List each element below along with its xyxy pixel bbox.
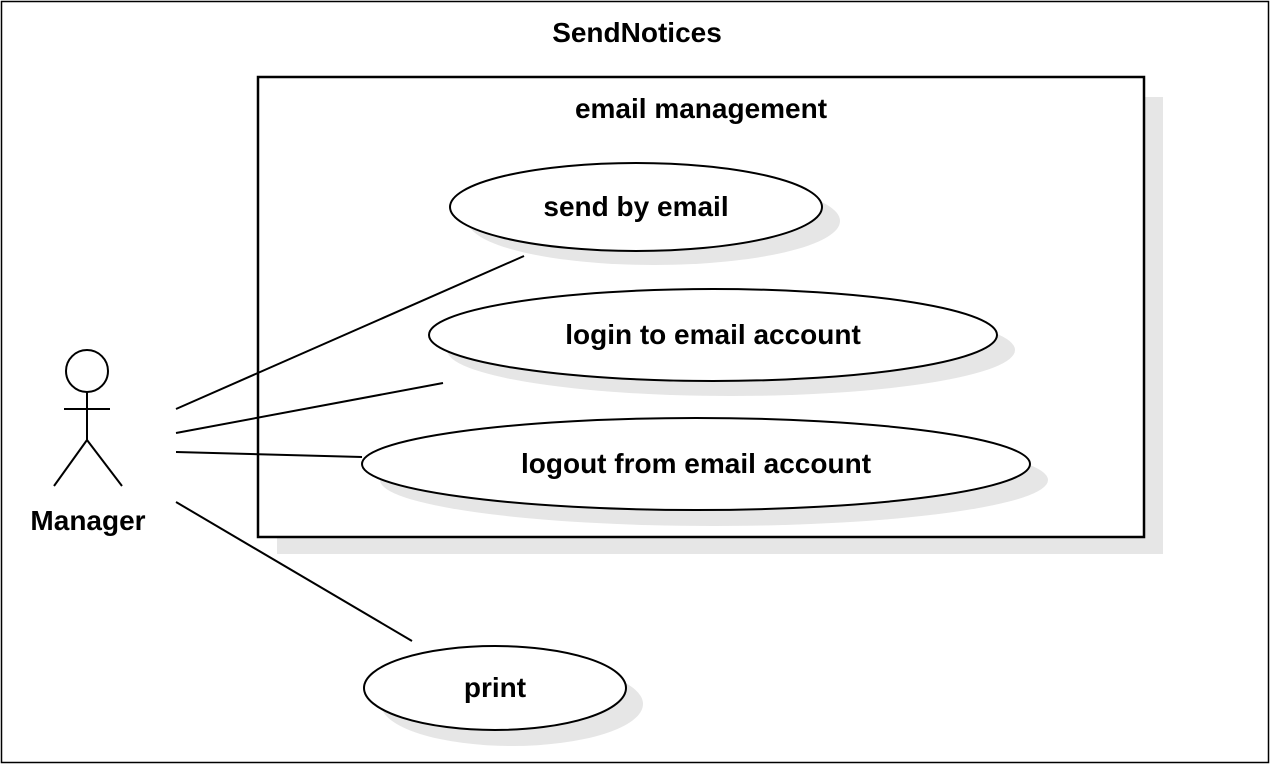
use-case-label: login to email account (565, 319, 861, 350)
use-case-label: logout from email account (521, 448, 871, 479)
system-title: SendNotices (552, 17, 722, 48)
use-case-ellipse (428, 288, 998, 382)
use-case-ellipse (449, 162, 823, 252)
use-case-ellipse (361, 417, 1031, 511)
stick-figure-icon (53, 349, 123, 487)
use-case-print[interactable]: print (363, 645, 627, 731)
association-logout (175, 451, 363, 458)
use-case-label: print (464, 672, 526, 703)
actor-manager[interactable]: Manager (30, 349, 146, 536)
use-case-logout[interactable]: logout from email account (361, 417, 1031, 511)
use-case-ellipse (363, 645, 627, 731)
use-case-send-by-email[interactable]: send by email (449, 162, 823, 252)
association-send-by-email (175, 255, 525, 410)
package-title: email management (575, 93, 827, 124)
association-login (175, 382, 444, 434)
association-print (175, 501, 413, 642)
use-case-label: send by email (543, 191, 728, 222)
actor-label: Manager (30, 505, 145, 536)
use-case-login[interactable]: login to email account (428, 288, 998, 382)
